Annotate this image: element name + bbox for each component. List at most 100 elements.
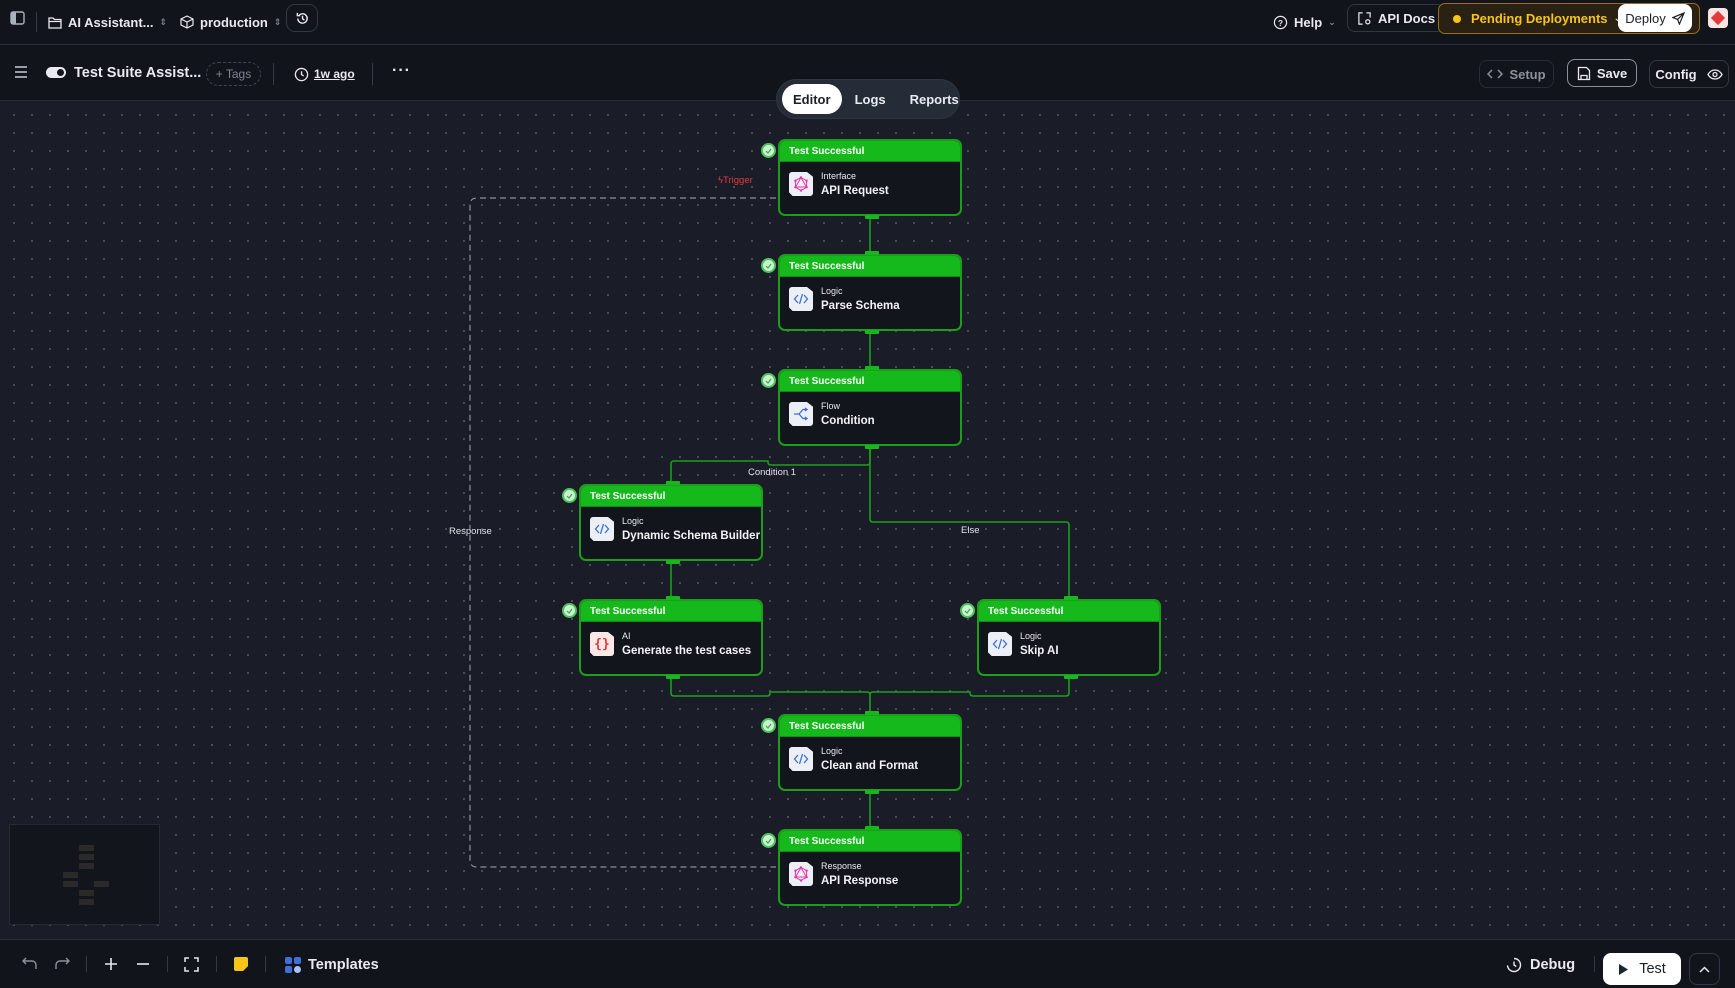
sidebar-toggle-icon[interactable] bbox=[10, 11, 25, 25]
workflow-active-toggle[interactable] bbox=[46, 67, 66, 78]
view-tabs: Editor Logs Reports bbox=[776, 79, 960, 119]
save-button[interactable]: Save bbox=[1567, 59, 1637, 87]
zoom-in-icon[interactable] bbox=[104, 957, 118, 971]
config-button[interactable]: Config bbox=[1649, 60, 1729, 88]
workflow-canvas[interactable] bbox=[0, 101, 1735, 939]
input-port[interactable] bbox=[865, 711, 879, 715]
node-title: API Response bbox=[821, 875, 899, 887]
node-kind: Logic bbox=[821, 746, 843, 756]
sticky-note-icon[interactable] bbox=[234, 957, 248, 971]
input-port[interactable] bbox=[666, 596, 680, 600]
expand-panel-button[interactable] bbox=[1689, 953, 1720, 985]
output-port[interactable] bbox=[1064, 675, 1078, 679]
output-port[interactable] bbox=[865, 215, 879, 219]
output-port[interactable] bbox=[865, 790, 879, 794]
input-port[interactable] bbox=[865, 366, 879, 370]
node-status: Test Successful bbox=[581, 601, 761, 622]
minimap[interactable] bbox=[9, 824, 160, 925]
last-edited[interactable]: 1w ago bbox=[294, 62, 355, 86]
api-docs-label: API Docs bbox=[1378, 10, 1436, 26]
environment-selector[interactable]: production ⇕ bbox=[180, 8, 281, 36]
more-options-icon[interactable]: ··· bbox=[392, 62, 411, 79]
chevron-down-icon: ⌄ bbox=[1328, 16, 1336, 27]
minimap-node bbox=[79, 890, 94, 896]
help-menu[interactable]: ? Help ⌄ bbox=[1273, 8, 1336, 36]
output-port[interactable] bbox=[666, 675, 680, 679]
workflow-name[interactable]: Test Suite Assist... bbox=[74, 65, 202, 81]
edge-else bbox=[869, 448, 1070, 597]
save-icon bbox=[1577, 66, 1591, 81]
menu-icon[interactable] bbox=[14, 66, 28, 78]
node-title: Generate the test cases bbox=[622, 645, 752, 657]
setup-button[interactable]: Setup bbox=[1479, 60, 1554, 88]
deploy-label: Deploy bbox=[1625, 10, 1666, 26]
minimap-node bbox=[79, 845, 94, 851]
code-icon bbox=[789, 747, 813, 771]
condition-1-label: Condition 1 bbox=[748, 467, 797, 478]
bottom-bar: Templates Debug Test bbox=[0, 939, 1735, 988]
minimap-node bbox=[63, 872, 78, 878]
success-check-icon bbox=[761, 143, 776, 158]
play-icon bbox=[1618, 963, 1629, 976]
undo-icon[interactable] bbox=[22, 957, 38, 970]
node-status: Test Successful bbox=[780, 371, 960, 392]
config-label: Config bbox=[1655, 66, 1697, 82]
add-tags-button[interactable]: + Tags bbox=[206, 62, 261, 86]
clock-icon bbox=[294, 67, 309, 82]
setup-label: Setup bbox=[1509, 66, 1546, 82]
fit-view-icon[interactable] bbox=[184, 957, 199, 972]
divider bbox=[86, 956, 87, 972]
node-status: Test Successful bbox=[780, 141, 960, 162]
templates-button[interactable]: Templates bbox=[285, 952, 379, 978]
debug-button[interactable]: Debug bbox=[1506, 952, 1575, 978]
graphql-icon bbox=[789, 862, 813, 886]
output-port[interactable] bbox=[865, 330, 879, 334]
input-port[interactable] bbox=[666, 481, 680, 485]
test-label: Test bbox=[1639, 961, 1666, 977]
history-button[interactable] bbox=[286, 4, 318, 32]
node-title: API Request bbox=[821, 185, 889, 197]
deploy-button[interactable]: Deploy bbox=[1618, 4, 1692, 32]
templates-grid-icon bbox=[285, 957, 301, 973]
pending-deployments-dropdown[interactable]: Pending Deployments ⌄ bbox=[1453, 4, 1622, 33]
node-status: Test Successful bbox=[780, 256, 960, 277]
output-port[interactable] bbox=[865, 445, 879, 449]
top-bar: AI Assistant... ⇕ production ⇕ ? Help ⌄ … bbox=[0, 0, 1735, 45]
else-label: Else bbox=[961, 525, 980, 536]
box-icon bbox=[180, 15, 194, 29]
zoom-out-icon[interactable] bbox=[136, 957, 150, 971]
minimap-node bbox=[63, 881, 78, 887]
success-check-icon bbox=[761, 833, 776, 848]
divider bbox=[273, 63, 274, 85]
input-port[interactable] bbox=[865, 251, 879, 255]
minimap-node bbox=[94, 881, 109, 887]
success-check-icon bbox=[562, 488, 577, 503]
user-avatar[interactable] bbox=[1708, 8, 1728, 28]
test-button[interactable]: Test bbox=[1603, 953, 1681, 985]
trigger-label: ϟTrigger bbox=[718, 175, 753, 186]
input-port[interactable] bbox=[1064, 596, 1078, 600]
input-port[interactable] bbox=[865, 826, 879, 830]
project-selector[interactable]: AI Assistant... ⇕ bbox=[48, 8, 167, 36]
last-edited-label: 1w ago bbox=[314, 67, 355, 81]
redo-icon[interactable] bbox=[54, 957, 70, 970]
node-status: Test Successful bbox=[780, 716, 960, 737]
divider bbox=[167, 956, 168, 972]
success-check-icon bbox=[761, 718, 776, 733]
tab-reports[interactable]: Reports bbox=[909, 91, 959, 107]
pending-deployments-label: Pending Deployments bbox=[1471, 11, 1608, 26]
tab-editor[interactable]: Editor bbox=[782, 84, 842, 114]
tab-logs[interactable]: Logs bbox=[854, 91, 886, 107]
output-port[interactable] bbox=[666, 560, 680, 564]
divider bbox=[36, 12, 37, 32]
graphql-icon bbox=[789, 172, 813, 196]
